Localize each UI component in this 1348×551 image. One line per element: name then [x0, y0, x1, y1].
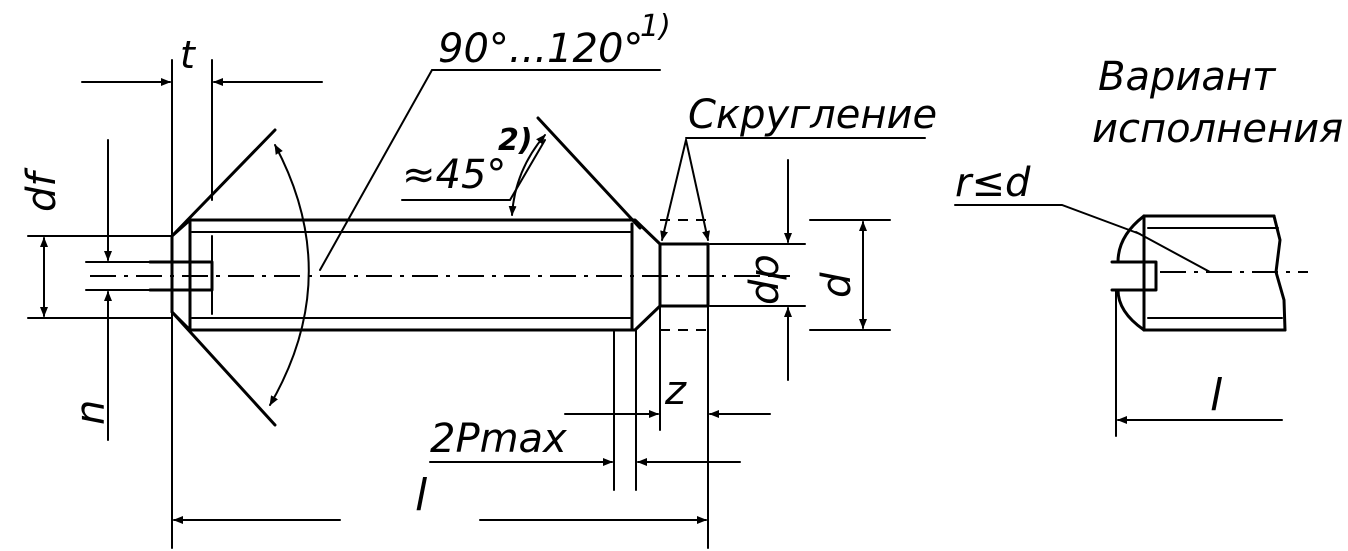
variant-detail: Вариант исполнения r≤d l: [954, 54, 1343, 437]
dim-df: df: [19, 167, 173, 319]
cone-angle: 90°...120° 1): [170, 9, 671, 427]
dim-n: n: [68, 139, 151, 441]
dim-l-main: l: [171, 311, 707, 549]
df-label: df: [19, 167, 65, 212]
l-variant-label: l: [1210, 370, 1223, 421]
note-2-label: 2): [498, 123, 533, 158]
dim-dp: dp: [709, 159, 806, 381]
t-label: t: [180, 33, 197, 77]
rounding-label: Скругление: [688, 92, 937, 138]
angle-range-label: 90°...120°: [438, 26, 643, 72]
d-label: d: [814, 272, 860, 298]
z-label: z: [664, 368, 687, 414]
dp-label: dp: [742, 254, 788, 305]
r-le-d-label: r≤d: [955, 160, 1031, 206]
2pmax-label: 2Pmax: [430, 416, 567, 462]
chamfer-angle: ≈45° 2): [401, 116, 642, 230]
screw-body: [90, 218, 790, 332]
l-main-label: l: [415, 470, 428, 521]
variant-line2: исполнения: [1092, 106, 1343, 152]
dim-2pmax: 2Pmax: [429, 329, 741, 491]
variant-line1: Вариант: [1098, 54, 1277, 100]
note-1-label: 1): [640, 9, 671, 44]
rounding-outline: [660, 219, 708, 331]
dim-t: t: [81, 33, 323, 237]
dim-z: z: [564, 305, 771, 549]
dim-d: d: [809, 219, 891, 331]
rounding-callout: Скругление: [660, 92, 937, 241]
n-label: n: [68, 400, 114, 425]
angle-45-label: ≈45°: [402, 152, 506, 198]
